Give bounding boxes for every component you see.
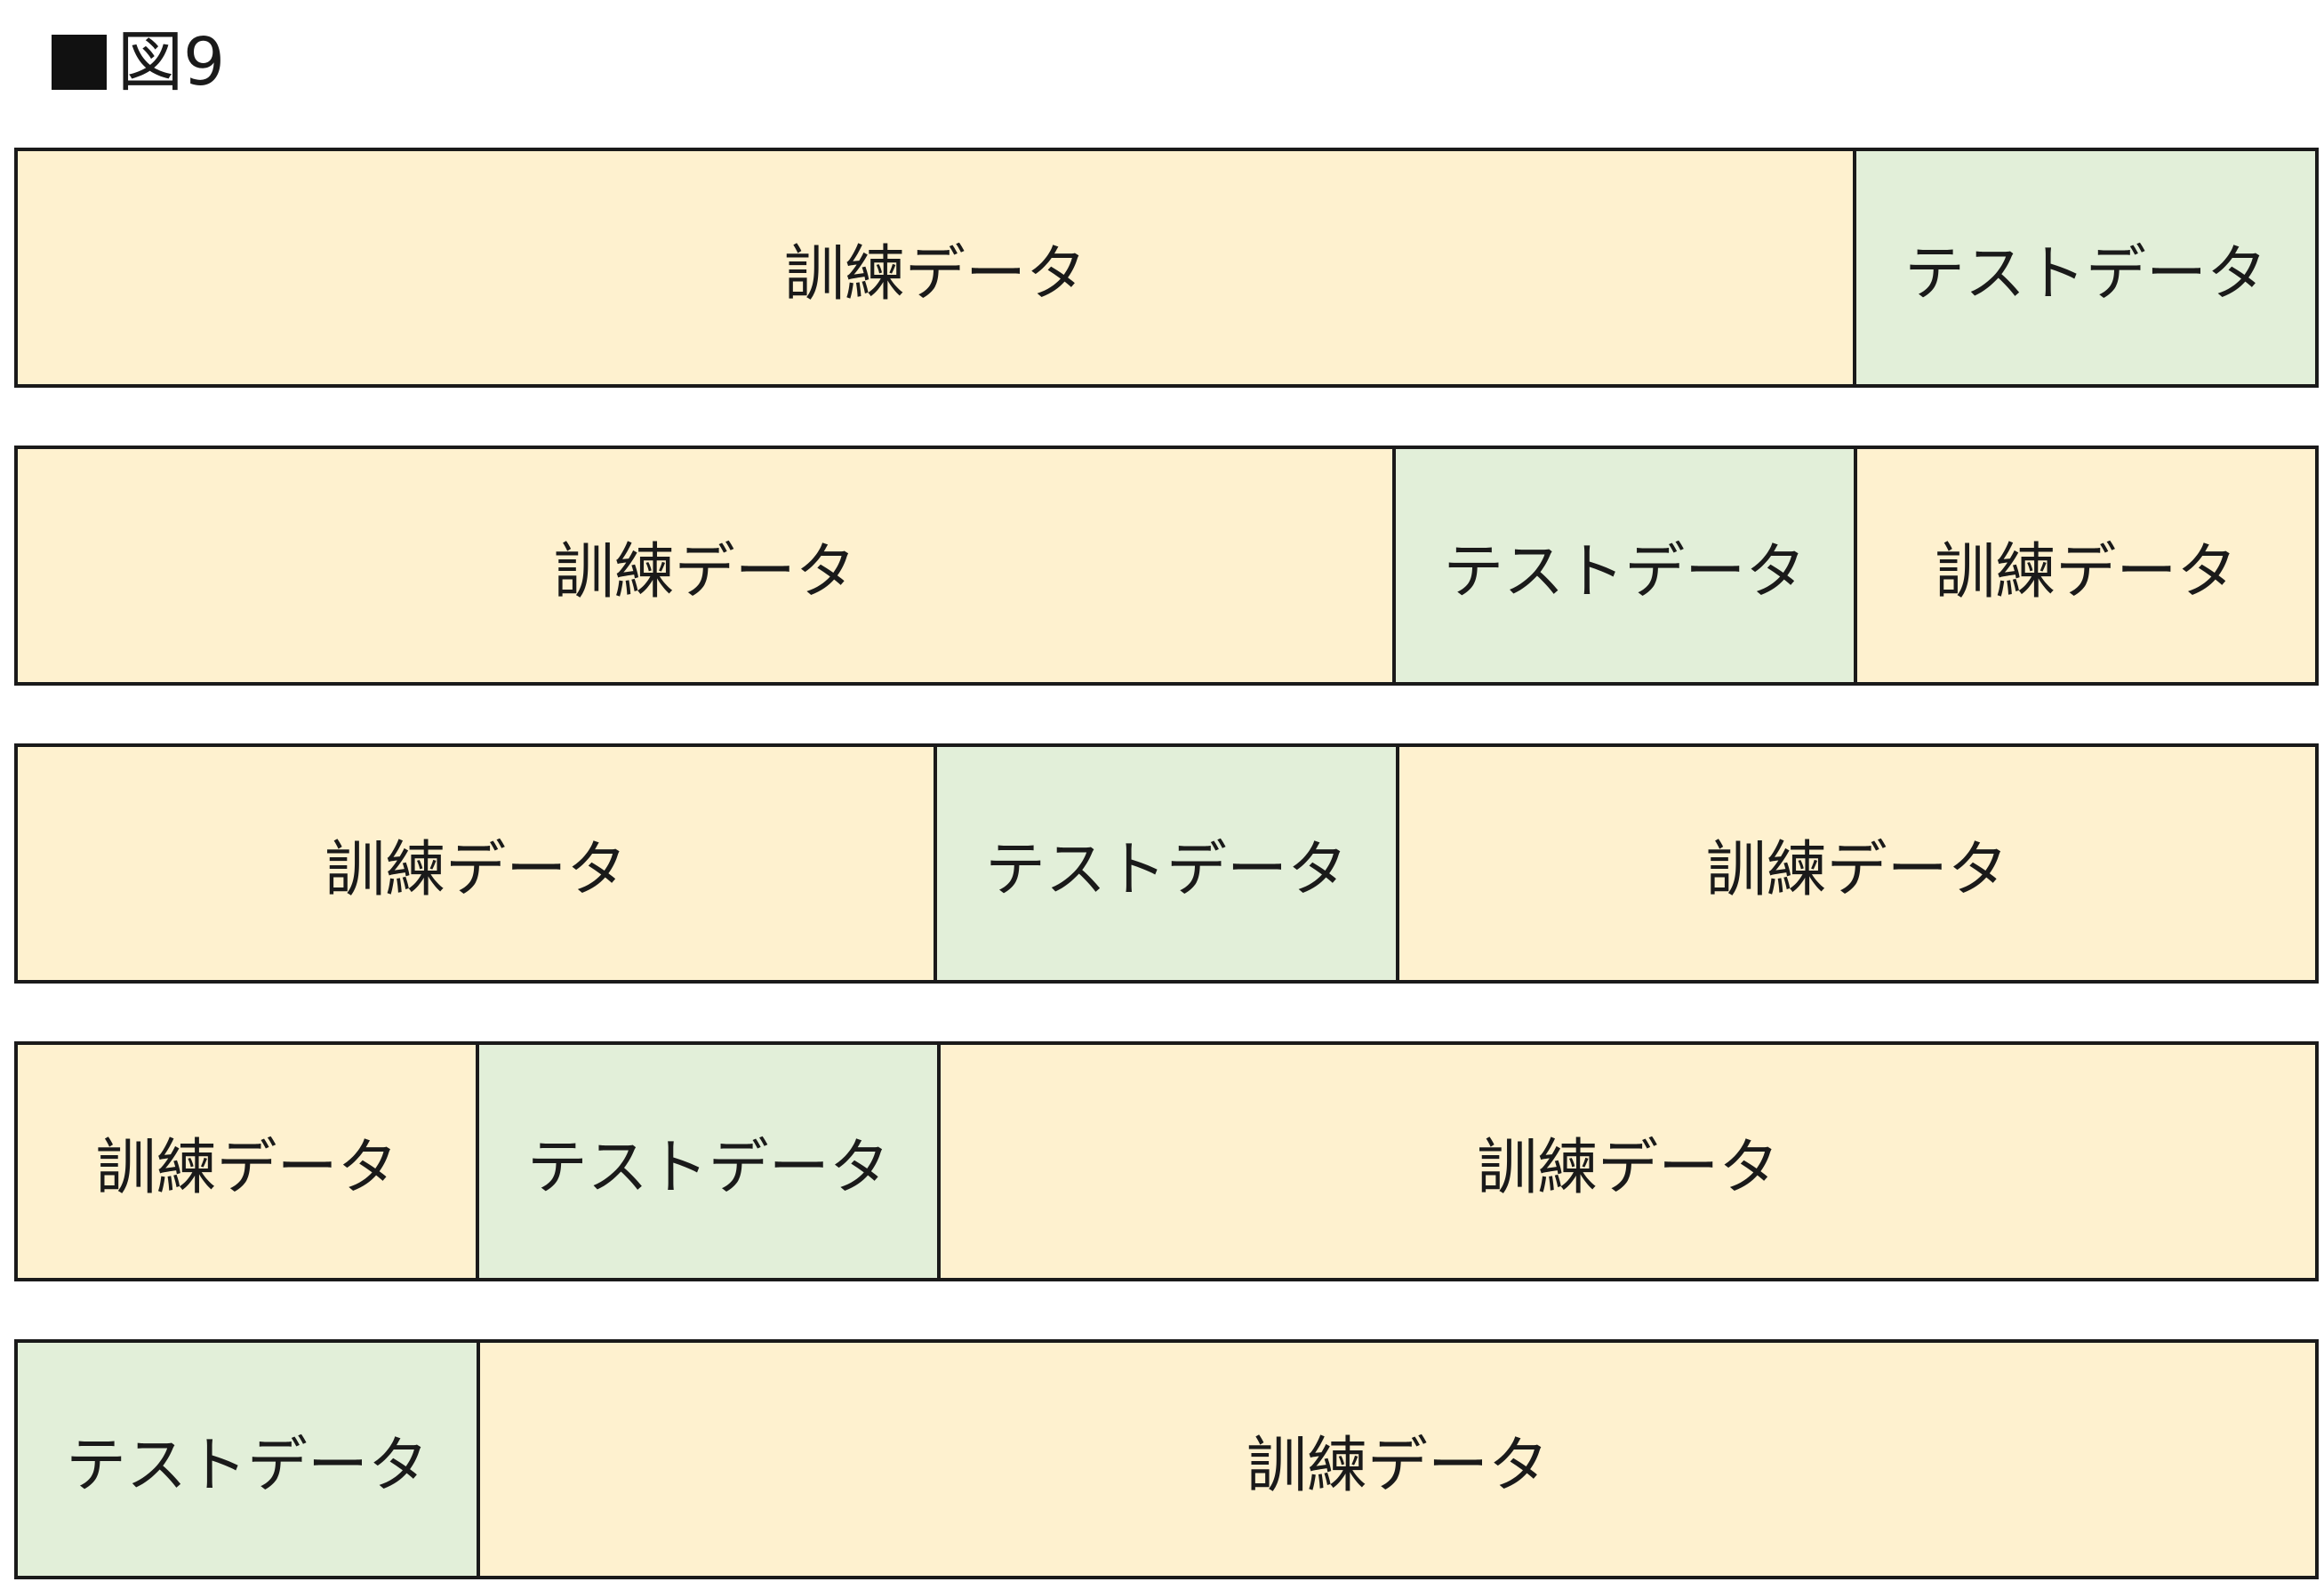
fold-5-segment-1: テストデータ	[18, 1343, 477, 1576]
fold-row-1: 訓練データ テストデータ	[14, 148, 2319, 388]
fold-2-segment-1: 訓練データ	[18, 449, 1392, 682]
fold-2-segment-3: 訓練データ	[1853, 449, 2315, 682]
fold-5-segment-2: 訓練データ	[477, 1343, 2315, 1576]
caption-text: 図9	[117, 24, 226, 100]
fold-row-2: 訓練データ テストデータ 訓練データ	[14, 446, 2319, 686]
fold-2-segment-2: テストデータ	[1391, 449, 1854, 682]
black-square-icon	[52, 35, 107, 90]
fold-3-segment-3: 訓練データ	[1395, 747, 2316, 980]
fold-row-5: テストデータ 訓練データ	[14, 1339, 2319, 1579]
fold-1-segment-1: 訓練データ	[18, 151, 1853, 384]
fold-4-segment-1: 訓練データ	[18, 1045, 477, 1278]
fold-1-segment-2: テストデータ	[1853, 151, 2315, 384]
fold-3-segment-2: テストデータ	[934, 747, 1396, 980]
figure-caption: 図9	[52, 18, 225, 107]
fold-4-segment-2: テストデータ	[476, 1045, 938, 1278]
fold-3-segment-1: 訓練データ	[18, 747, 934, 980]
fold-4-segment-3: 訓練データ	[937, 1045, 2315, 1278]
fold-row-3: 訓練データ テストデータ 訓練データ	[14, 743, 2319, 984]
fold-row-4: 訓練データ テストデータ 訓練データ	[14, 1041, 2319, 1281]
